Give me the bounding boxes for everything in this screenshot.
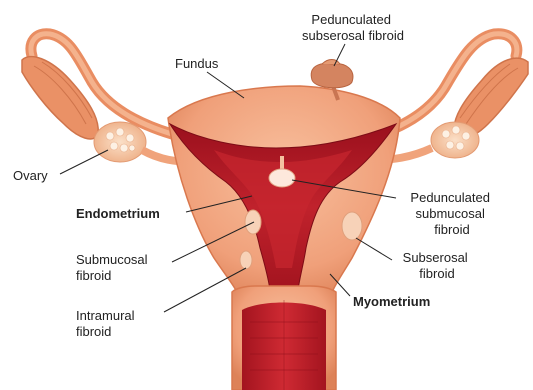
- label-myometrium: Myometrium: [353, 294, 430, 309]
- pedunculated-subserosal-fibroid: [311, 64, 353, 88]
- label-ovary: Ovary: [13, 168, 48, 183]
- label-subserosal-fibroid: Subserosal fibroid: [403, 250, 472, 281]
- label-pedunculated-submucosal-fibroid: Pedunculated submucosal fibroid: [410, 190, 493, 237]
- label-pedunculated-subserosal-fibroid: Pedunculated subserosal fibroid: [302, 12, 404, 43]
- label-submucosal-fibroid: Submucosal fibroid: [76, 252, 151, 283]
- label-endometrium: Endometrium: [76, 206, 160, 221]
- leader-subserosal: [356, 238, 392, 260]
- leader-ovary: [60, 150, 108, 174]
- label-intramural-fibroid: Intramural fibroid: [76, 308, 138, 339]
- intramural-fibroid: [240, 251, 252, 269]
- label-fundus: Fundus: [175, 56, 219, 71]
- subserosal-fibroid: [342, 212, 362, 240]
- pedunculated-submucosal-fibroid: [269, 169, 295, 187]
